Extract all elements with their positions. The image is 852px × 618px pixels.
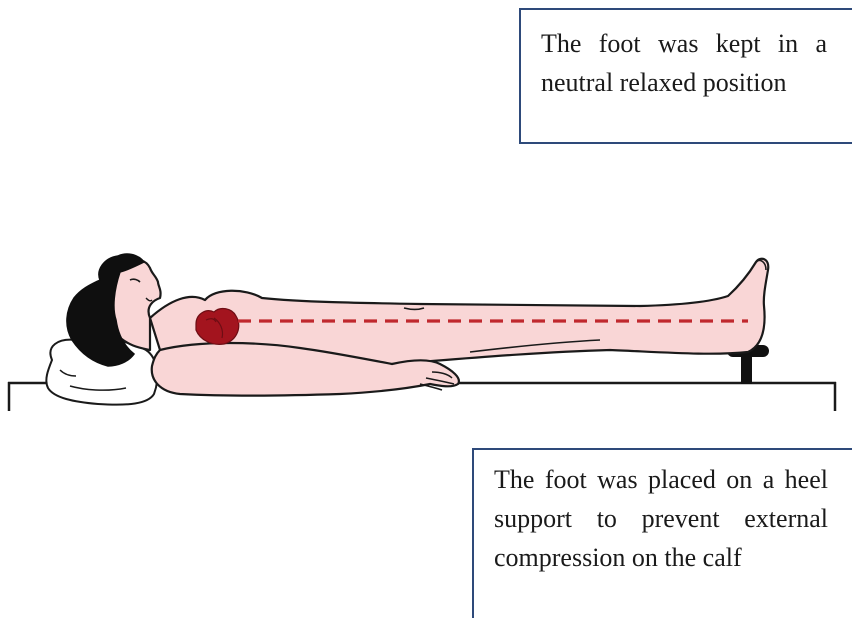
callout-foot-position-text: The foot was kept in a neutral relaxed p… <box>541 24 827 102</box>
callout-heel-support-text: The foot was placed on a heel support to… <box>494 460 828 577</box>
heart-icon <box>196 309 239 345</box>
callout-foot-position: The foot was kept in a neutral relaxed p… <box>519 8 852 144</box>
callout-heel-support: The foot was placed on a heel support to… <box>472 448 852 618</box>
patient-figure <box>67 254 768 396</box>
